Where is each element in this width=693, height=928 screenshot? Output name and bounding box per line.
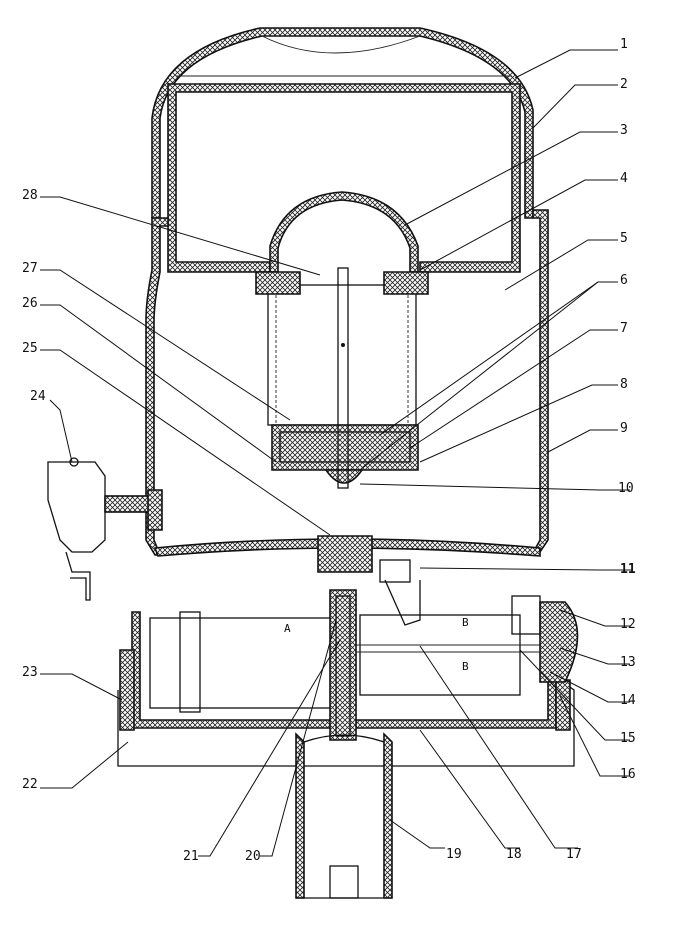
section-mark-b-top: B [462, 616, 469, 629]
part-label-26: 26 [22, 296, 38, 311]
part-label-4: 4 [620, 171, 628, 186]
faucet-tap [47, 457, 163, 601]
central-shaft [337, 267, 349, 489]
part-label-12: 12 [620, 617, 636, 632]
inner-filter-cylinder [255, 271, 429, 426]
part-label-18: 18 [506, 847, 522, 862]
gear-stack [329, 589, 357, 741]
part-label-2: 2 [620, 77, 628, 92]
part-label-5: 5 [620, 231, 628, 246]
base-housing [117, 607, 575, 767]
part-label-6: 6 [620, 273, 628, 288]
part-label-8: 8 [620, 377, 628, 392]
part-label-17: 17 [566, 847, 582, 862]
part-label-27: 27 [22, 261, 38, 276]
section-mark-b-bottom: B [462, 660, 469, 673]
part-label-13: 13 [620, 655, 636, 670]
part-label-3: 3 [620, 123, 628, 138]
lower-float-assembly [271, 424, 419, 484]
section-mark-a: A [284, 622, 291, 635]
top-cover-shell [151, 27, 534, 219]
part-label-1: 1 [620, 37, 628, 52]
part-label-21: 21 [183, 849, 199, 864]
part-label-9: 9 [620, 421, 628, 436]
part-label-14: 14 [620, 693, 636, 708]
part-label-25: 25 [22, 341, 38, 356]
upper-water-tank [167, 75, 521, 273]
leader-lines [40, 49, 632, 857]
part-label-19: 19 [446, 847, 462, 862]
part-label-16: 16 [620, 767, 636, 782]
control-knob [511, 595, 579, 683]
part-label-23: 23 [22, 665, 38, 680]
bottom-outlet-spout [295, 732, 393, 899]
part-label-22: 22 [22, 777, 38, 792]
part-label-10: 10 [618, 481, 634, 496]
valve-block [317, 535, 421, 626]
part-label-15: 15 [620, 731, 636, 746]
part-label-20: 20 [245, 849, 261, 864]
part-label-7: 7 [620, 321, 628, 336]
part-label-11: 11 [620, 562, 636, 577]
part-label-24: 24 [30, 389, 46, 404]
part-label-28: 28 [22, 188, 38, 203]
center-dome [269, 191, 419, 273]
